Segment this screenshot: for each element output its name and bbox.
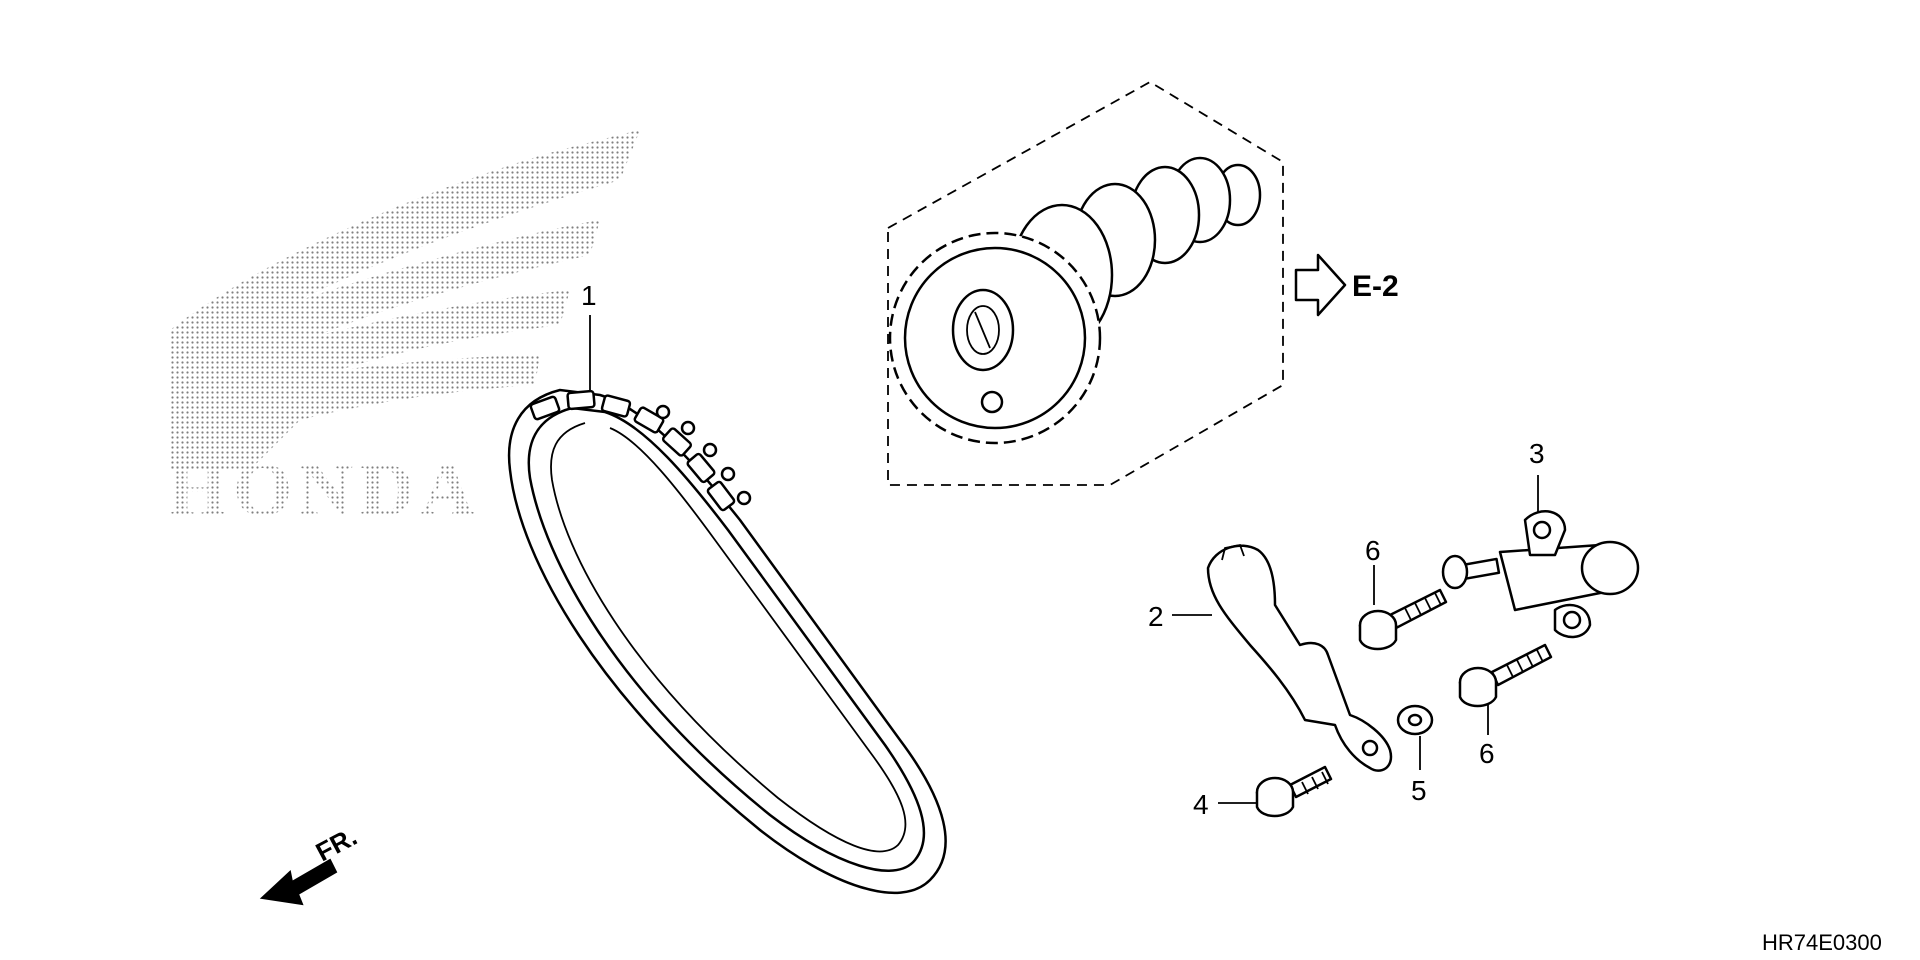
reference-arrow-e2: E-2 (1294, 253, 1399, 317)
tensioner-lifter (1441, 510, 1640, 639)
callout-5: 5 (1411, 736, 1427, 806)
callout-6-lower-label: 6 (1479, 738, 1495, 769)
callout-6-lower: 6 (1479, 705, 1495, 769)
honda-wing-logo: HONDA (168, 130, 640, 532)
washer (1396, 704, 1434, 736)
chain-links (529, 389, 752, 512)
camshaft-assembly (887, 80, 1284, 486)
tensioner-arm (1206, 543, 1393, 772)
callout-6-upper: 6 (1365, 535, 1381, 605)
diagram-code: HR74E0300 (1762, 930, 1882, 955)
callout-1-label: 1 (581, 280, 597, 311)
cam-sprocket (888, 231, 1102, 445)
bolt-6-lower (1458, 643, 1553, 708)
bolt-4 (1255, 765, 1333, 818)
cam-chain (507, 388, 947, 894)
honda-wordmark: HONDA (168, 448, 481, 532)
callout-2-label: 2 (1148, 601, 1164, 632)
front-direction-arrow: FR. (259, 821, 362, 906)
callout-4: 4 (1193, 789, 1258, 820)
callout-4-label: 4 (1193, 789, 1209, 820)
bolt-6-upper (1358, 588, 1448, 651)
callout-1: 1 (581, 280, 597, 390)
callout-6-upper-label: 6 (1365, 535, 1381, 566)
callout-5-label: 5 (1411, 775, 1427, 806)
front-direction-label: FR. (311, 821, 362, 867)
callout-3-label: 3 (1529, 438, 1545, 469)
callout-2: 2 (1148, 601, 1212, 632)
callout-3: 3 (1529, 438, 1545, 512)
reference-label: E-2 (1352, 270, 1399, 303)
